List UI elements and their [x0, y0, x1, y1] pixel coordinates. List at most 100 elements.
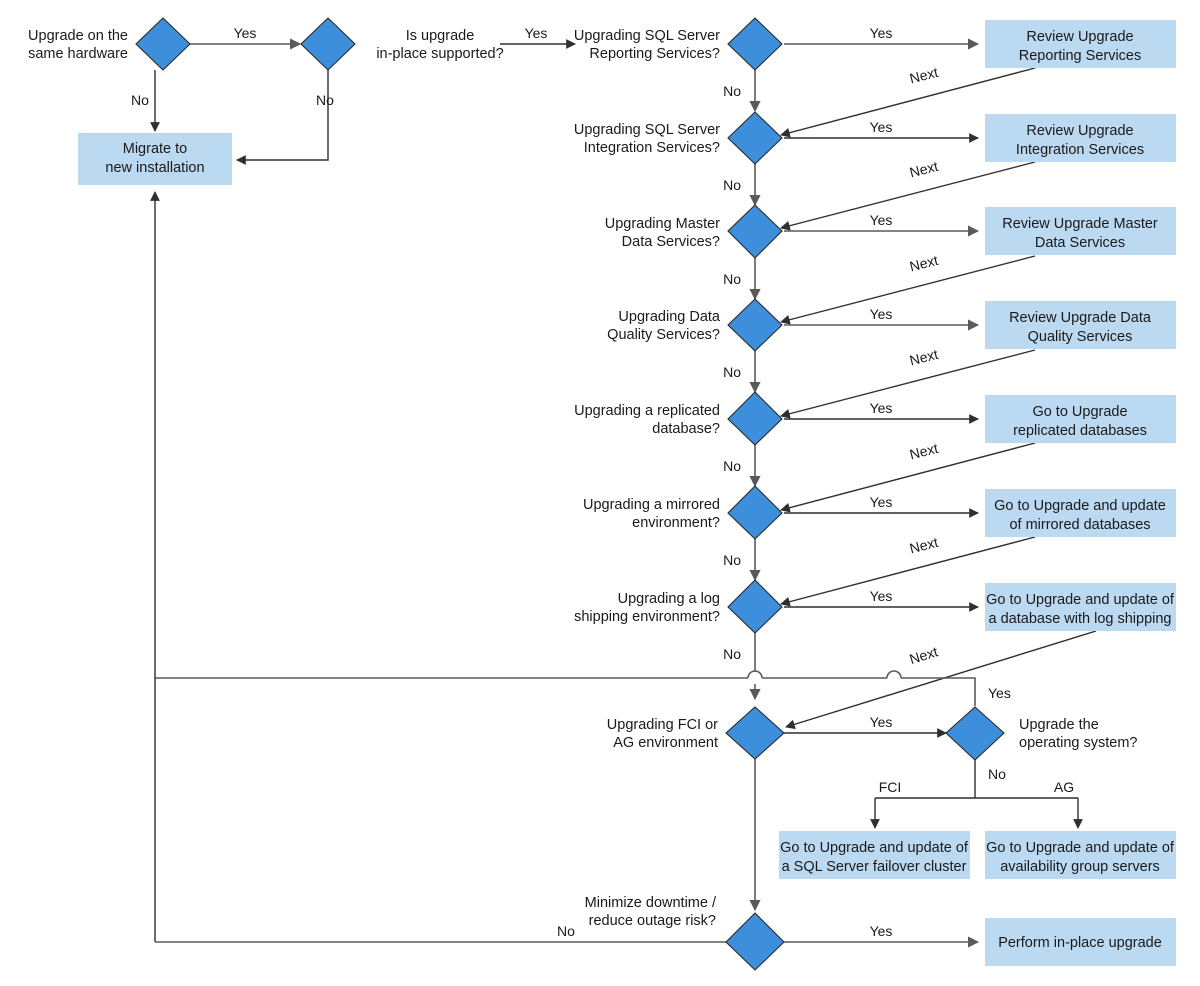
edge-label-next: Next — [908, 346, 940, 369]
decision-ssis[interactable] — [727, 111, 783, 165]
edge-label-no: No — [723, 177, 741, 193]
decision-same-hardware[interactable] — [135, 17, 191, 71]
process-goto-ag[interactable]: Go to Upgrade and update of availability… — [985, 831, 1176, 879]
decision-fci-ag[interactable] — [725, 706, 785, 760]
decision-dqs[interactable] — [727, 298, 783, 352]
process-goto-log-shipping[interactable]: Go to Upgrade and update of a database w… — [985, 583, 1176, 631]
edge-label-no: No — [131, 92, 149, 108]
process-goto-replication[interactable]: Go to Upgrade replicated databases — [985, 395, 1176, 443]
process-review-mds[interactable]: Review Upgrade Master Data Services — [985, 207, 1176, 255]
process-label-review-dqs-line2: Quality Services — [1028, 329, 1133, 345]
decision-label-ssis-line2: Integration Services? — [584, 140, 720, 156]
decision-mirroring[interactable] — [727, 485, 783, 540]
edge-label-next: Next — [908, 534, 940, 557]
edge-label-yes: Yes — [988, 685, 1011, 701]
decision-label-replication-line1: Upgrading a replicated — [574, 403, 720, 419]
decision-label-mirroring-line2: environment? — [632, 515, 720, 531]
decision-label-replication-line2: database? — [652, 421, 720, 437]
process-label-review-mds-line2: Data Services — [1035, 235, 1125, 251]
decision-label-fciag-line2: AG environment — [613, 735, 718, 751]
decision-label-fciag-line1: Upgrading FCI or — [607, 717, 718, 733]
process-label-migrate-line2: new installation — [105, 160, 204, 176]
decision-label-mds-line2: Data Services? — [622, 234, 720, 250]
process-label-goto-ag-line1: Go to Upgrade and update of — [986, 840, 1175, 856]
decision-minimize-downtime[interactable] — [725, 912, 785, 971]
edge-label-next: Next — [908, 440, 940, 463]
decision-label-dqs-line1: Upgrading Data — [618, 309, 720, 325]
edge-label-no: No — [723, 458, 741, 474]
process-label-perform-in-place: Perform in-place upgrade — [998, 935, 1162, 951]
process-label-goto-replication-line1: Go to Upgrade — [1032, 404, 1127, 420]
edge-label-next: Next — [908, 64, 940, 87]
edge-next-replication-to-mirroring — [780, 442, 1036, 513]
decision-label-minimize-line2: reduce outage risk? — [589, 913, 716, 929]
decision-label-dqs-line2: Quality Services? — [607, 327, 720, 343]
line-hop-marker — [747, 670, 763, 679]
decision-label-same-hardware-line1: Upgrade on the — [28, 28, 128, 44]
process-review-dqs[interactable]: Review Upgrade Data Quality Services — [985, 301, 1176, 349]
decision-label-os-line1: Upgrade the — [1019, 717, 1099, 733]
process-label-review-ssrs-line1: Review Upgrade — [1026, 29, 1133, 45]
edge-label-yes: Yes — [234, 25, 257, 41]
process-label-goto-fci-line2: a SQL Server failover cluster — [782, 859, 967, 875]
edge-in-place-no — [236, 70, 329, 165]
edge-next-mirroring-to-logshipping — [780, 536, 1036, 607]
edge-label-no: No — [723, 364, 741, 380]
process-label-goto-mirroring-line1: Go to Upgrade and update — [994, 498, 1166, 514]
edge-label-next: Next — [908, 158, 940, 181]
process-label-review-ssis-line1: Review Upgrade — [1026, 123, 1133, 139]
decision-label-same-hardware-line2: same hardware — [28, 46, 128, 62]
process-perform-in-place[interactable]: Perform in-place upgrade — [985, 918, 1176, 966]
edge-next-dqs-to-replication — [780, 349, 1036, 419]
decision-replication[interactable] — [727, 391, 783, 446]
edge-label-yes: Yes — [870, 494, 893, 510]
process-label-goto-ag-line2: availability group servers — [1000, 859, 1160, 875]
edge-label-no: No — [557, 923, 575, 939]
edge-next-logshipping-to-fciag — [785, 630, 1097, 730]
decision-label-mds-line1: Upgrading Master — [605, 216, 720, 232]
edge-label-yes: Yes — [870, 306, 893, 322]
edge-label-yes: Yes — [870, 588, 893, 604]
decision-label-minimize-line1: Minimize downtime / — [585, 895, 717, 911]
edge-label-next: Next — [908, 252, 940, 275]
process-label-goto-logshipping-line1: Go to Upgrade and update of — [986, 592, 1175, 608]
edge-label-no: No — [723, 271, 741, 287]
decision-log-shipping[interactable] — [727, 579, 783, 634]
process-label-migrate-line1: Migrate to — [123, 141, 187, 157]
edge-label-no: No — [723, 646, 741, 662]
process-goto-fci[interactable]: Go to Upgrade and update of a SQL Server… — [779, 831, 970, 879]
process-label-review-mds-line1: Review Upgrade Master — [1002, 216, 1158, 232]
edge-label-yes: Yes — [870, 25, 893, 41]
edge-label-yes: Yes — [525, 25, 548, 41]
process-label-goto-logshipping-line2: a database with log shipping — [989, 611, 1172, 627]
line-hop-marker — [886, 670, 902, 679]
process-goto-mirroring[interactable]: Go to Upgrade and update of mirrored dat… — [985, 489, 1176, 537]
decision-label-mirroring-line1: Upgrading a mirrored — [583, 497, 720, 513]
edge-next-ssis-to-mds — [780, 161, 1036, 231]
edge-label-no: No — [988, 766, 1006, 782]
process-label-goto-fci-line1: Go to Upgrade and update of — [780, 840, 969, 856]
decision-label-logshipping-line1: Upgrading a log — [618, 591, 720, 607]
decision-mds[interactable] — [727, 204, 783, 259]
edge-label-no: No — [723, 83, 741, 99]
decision-label-ssrs-line2: Reporting Services? — [589, 46, 720, 62]
process-label-review-ssrs-line2: Reporting Services — [1019, 48, 1142, 64]
decision-label-ssrs-line1: Upgrading SQL Server — [574, 28, 720, 44]
process-review-ssrs[interactable]: Review Upgrade Reporting Services — [985, 20, 1176, 68]
decision-ssrs[interactable] — [727, 17, 783, 71]
edge-label-ag: AG — [1054, 779, 1074, 795]
process-label-review-dqs-line1: Review Upgrade Data — [1009, 310, 1152, 326]
process-review-ssis[interactable]: Review Upgrade Integration Services — [985, 114, 1176, 162]
decision-label-os-line2: operating system? — [1019, 735, 1137, 751]
decision-in-place-supported[interactable] — [300, 17, 356, 71]
process-label-goto-mirroring-line2: of mirrored databases — [1009, 517, 1150, 533]
edge-label-next: Next — [907, 643, 939, 667]
edge-next-mds-to-dqs — [780, 255, 1036, 325]
decision-upgrade-os[interactable] — [945, 706, 1005, 761]
process-migrate-new-install[interactable]: Migrate to new installation — [78, 133, 232, 185]
edge-label-yes: Yes — [870, 714, 893, 730]
edge-label-yes: Yes — [870, 119, 893, 135]
edge-label-no: No — [316, 92, 334, 108]
edge-label-yes: Yes — [870, 212, 893, 228]
